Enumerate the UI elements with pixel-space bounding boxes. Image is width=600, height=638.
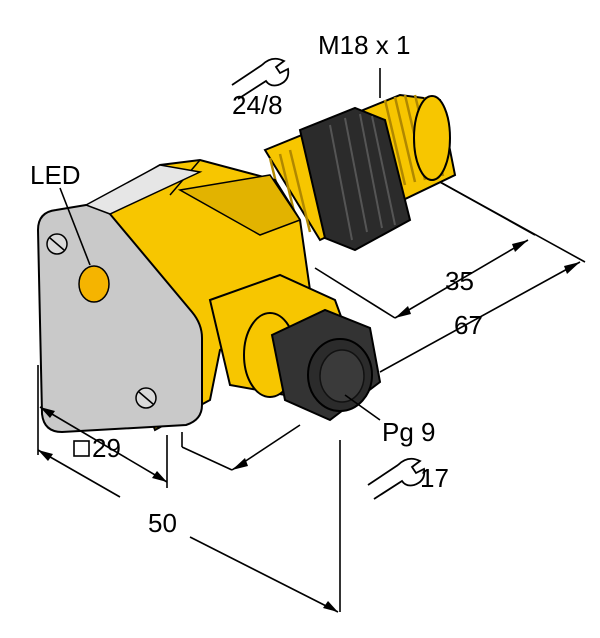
cable-gland-label: Pg 9 bbox=[382, 417, 436, 447]
led-indicator bbox=[78, 265, 110, 303]
dim-35-label: 35 bbox=[445, 266, 474, 296]
cable-gland bbox=[208, 273, 382, 422]
dim-50-label: 50 bbox=[148, 508, 177, 538]
led-label: LED bbox=[30, 160, 81, 190]
dim-67-label: 67 bbox=[454, 310, 483, 340]
thread-label: M18 x 1 bbox=[318, 30, 411, 60]
wrench-icon bbox=[231, 57, 290, 100]
gland-wrench-label: 17 bbox=[420, 463, 449, 493]
square-symbol-icon bbox=[73, 440, 90, 457]
front-plate bbox=[36, 164, 203, 434]
lock-nut bbox=[298, 106, 412, 252]
dimension-lines bbox=[37, 68, 586, 613]
square-size-label: 29 bbox=[92, 433, 121, 463]
wrench-size-label: 24/8 bbox=[232, 90, 283, 120]
wrench-icon bbox=[367, 457, 426, 500]
